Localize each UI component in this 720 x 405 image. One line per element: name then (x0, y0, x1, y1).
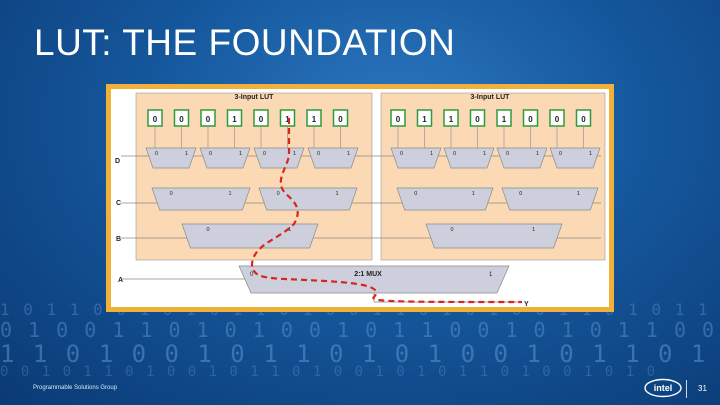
final-mux-sel-zero: 0 (250, 272, 254, 278)
lut-label-right: 3-Input LUT (471, 94, 511, 101)
bit-value-right-7: 0 (581, 115, 586, 124)
bit-value-left-0: 0 (153, 115, 158, 124)
bit-value-right-3: 0 (475, 115, 480, 124)
bit-value-left-4: 0 (259, 115, 264, 124)
mux-b-left-sel-one: 1 (288, 227, 291, 233)
mux-d-left-2-sel-one: 1 (293, 151, 296, 157)
binary-background-row: 0 1 0 0 1 1 0 1 0 1 0 0 1 0 1 1 0 0 1 0 … (0, 318, 720, 342)
bit-value-left-7: 0 (338, 115, 343, 124)
mux-c-left-0 (151, 187, 251, 211)
mux-d-right-3 (549, 147, 601, 169)
mux-d-left-1-sel-one: 1 (239, 151, 242, 157)
internal-wires (154, 126, 584, 148)
mux-c-right-0 (396, 187, 494, 211)
bit-value-left-6: 1 (312, 115, 317, 124)
mux-b-right (425, 223, 563, 249)
mux-d-right-3-sel-zero: 0 (559, 151, 562, 157)
mux-d-left-1-sel-zero: 0 (209, 151, 212, 157)
mux-layer: 0 1 0 1 0 1 0 1 0 1 0 1 0 1 0 1 0 1 0 1 0 1 0 1 0 1 0 1 (145, 126, 601, 249)
bit-value-right-6: 0 (555, 115, 560, 124)
mux-c-left-0-sel-one: 1 (228, 191, 231, 197)
mux-c-left-1-sel-zero: 0 (277, 191, 280, 197)
bit-row-left: 0 0 0 1 0 1 1 0 (147, 109, 349, 127)
mux-b-left (181, 223, 319, 249)
bit-value-left-1: 0 (179, 115, 184, 124)
mux-d-left-2-sel-zero: 0 (263, 151, 266, 157)
footer-divider (686, 380, 687, 398)
bit-value-left-2: 0 (206, 115, 211, 124)
mux-b-right-sel-one: 1 (532, 227, 535, 233)
bit-value-right-0: 0 (396, 115, 401, 124)
binary-background-row: 1 1 0 1 0 0 1 0 1 1 0 1 0 1 0 0 1 0 1 1 … (0, 340, 720, 368)
mux-d-right-2-sel-one: 1 (536, 151, 539, 157)
binary-background-row: 0 0 1 0 1 1 0 1 0 0 1 0 1 1 0 1 0 0 1 0 … (0, 364, 658, 380)
signal-path (250, 118, 523, 304)
final-mux-sel-one: 1 (489, 272, 493, 278)
mux-label: 2:1 MUX (354, 271, 382, 278)
mux-d-right-2-sel-zero: 0 (506, 151, 509, 157)
mux-d-left-0 (145, 147, 197, 169)
mux-d-left-0-sel-one: 1 (185, 151, 188, 157)
mux-d-right-0-sel-zero: 0 (400, 151, 403, 157)
mux-c-right-0-sel-zero: 0 (414, 191, 417, 197)
mux-c-left-0-sel-zero: 0 (170, 191, 173, 197)
footer-text: Programmable Solutions Group (33, 385, 118, 391)
bit-value-right-4: 1 (502, 115, 507, 124)
mux-c-right-1 (501, 187, 599, 211)
mux-d-left-3 (307, 147, 359, 169)
output-label-y: Y (524, 301, 529, 308)
mux-b-right-sel-zero: 0 (450, 227, 453, 233)
input-label-a: A (118, 277, 123, 284)
mux-d-left-1 (199, 147, 251, 169)
input-label-b: B (116, 236, 121, 243)
bit-value-right-5: 0 (528, 115, 533, 124)
mux-d-left-0-sel-zero: 0 (155, 151, 158, 157)
mux-d-right-1 (443, 147, 495, 169)
mux-d-right-2 (496, 147, 548, 169)
mux-d-left-3-sel-zero: 0 (317, 151, 320, 157)
mux-d-right-0 (390, 147, 442, 169)
bit-row-right: 0 1 1 0 1 0 0 0 (390, 109, 592, 127)
mux-c-left-1-sel-one: 1 (335, 191, 338, 197)
page-number: 31 (698, 384, 707, 393)
mux-d-right-1-sel-zero: 0 (453, 151, 456, 157)
lut-label-left: 3-Input LUT (235, 94, 275, 101)
input-label-d: D (115, 158, 120, 165)
bit-value-left-5: 1 (285, 115, 290, 124)
mux-c-right-1-sel-zero: 0 (519, 191, 522, 197)
bit-value-right-1: 1 (422, 115, 427, 124)
final-mux-2to1 (238, 265, 510, 294)
mux-c-right-0-sel-one: 1 (472, 191, 475, 197)
mux-d-right-3-sel-one: 1 (589, 151, 592, 157)
logo-ring (644, 378, 682, 398)
slide-title: LUT: THE FOUNDATION (34, 22, 456, 63)
mux-d-left-3-sel-one: 1 (347, 151, 350, 157)
mux-b-left-sel-zero: 0 (206, 227, 209, 233)
intel-logo: intel (644, 378, 682, 398)
logo-text: intel (654, 383, 673, 393)
mux-d-right-0-sel-one: 1 (430, 151, 433, 157)
bit-value-right-2: 1 (449, 115, 454, 124)
mux-c-left-1 (258, 187, 358, 211)
bit-value-left-3: 1 (232, 115, 237, 124)
input-label-c: C (116, 200, 121, 207)
mux-c-right-1-sel-one: 1 (577, 191, 580, 197)
mux-d-right-1-sel-one: 1 (483, 151, 486, 157)
mux-d-left-2 (253, 147, 305, 169)
